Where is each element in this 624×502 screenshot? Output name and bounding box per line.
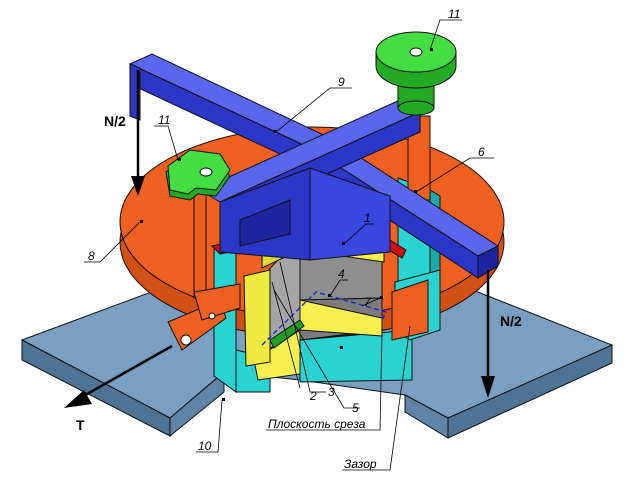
- knob-right: [375, 31, 457, 116]
- right-load-label: N/2: [500, 313, 522, 329]
- part-1-label: 1: [364, 211, 371, 225]
- part-dots: [140, 48, 433, 401]
- shear-plane-label: Плоскость среза: [268, 417, 366, 431]
- part-8-label: 8: [88, 249, 95, 263]
- torque-label: T: [76, 417, 85, 433]
- leader-lines: [84, 19, 494, 471]
- part-4-label: 4: [338, 267, 345, 281]
- part-5-label: 5: [352, 401, 359, 415]
- torque-lever: [167, 179, 241, 351]
- part-11-left-label: 11: [158, 113, 170, 127]
- part-10-label: 10: [198, 439, 212, 453]
- torque-arrow: [64, 344, 173, 408]
- cross-beam: [128, 53, 500, 279]
- knob-left: [165, 149, 231, 201]
- force-arrow-right: [481, 270, 495, 398]
- force-arrow-left: [131, 70, 145, 196]
- part-11-right-label: 11: [448, 7, 460, 21]
- part-9-label: 9: [338, 75, 345, 89]
- part-2-label: 2: [309, 389, 317, 403]
- part-6-label: 6: [478, 145, 485, 159]
- part-7-label: 7: [364, 295, 372, 309]
- left-load-label: N/2: [104, 113, 126, 129]
- part-3-label: 3: [328, 385, 335, 399]
- gap-label: Зазор: [344, 457, 377, 471]
